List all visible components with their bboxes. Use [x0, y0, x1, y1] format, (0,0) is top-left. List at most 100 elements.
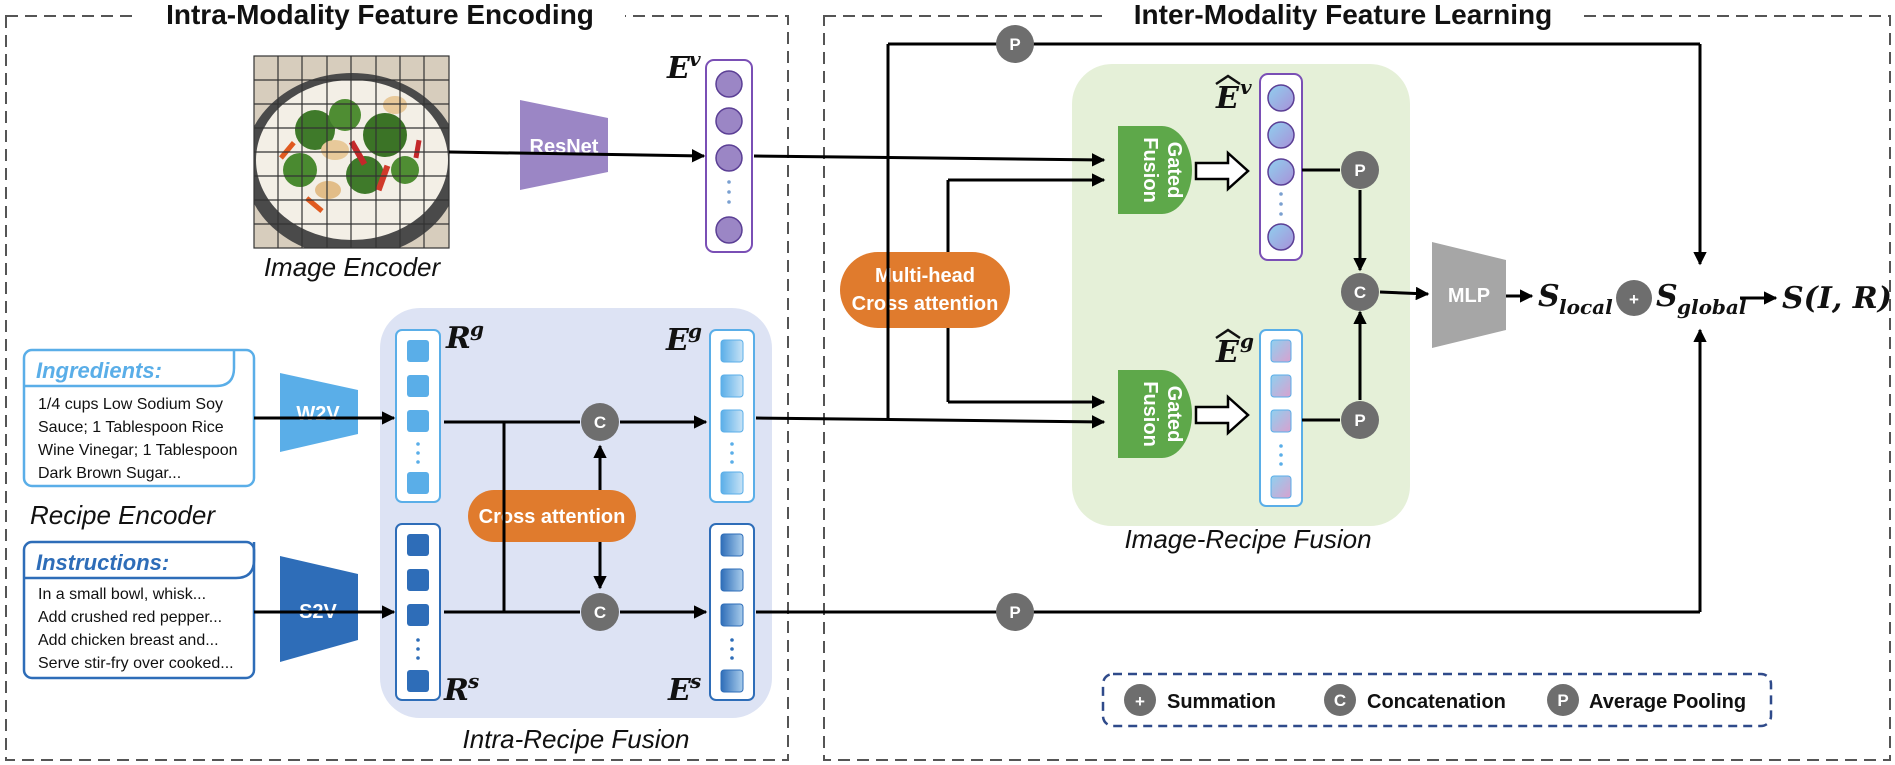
- instructions-title: Instructions:: [36, 550, 169, 575]
- legend-average-pooling-label: Average Pooling: [1589, 691, 1746, 713]
- svg-text:P: P: [1354, 411, 1365, 430]
- ev-hat-variable-label: E v: [1215, 74, 1252, 116]
- rg-vector: [395, 329, 441, 503]
- multi-head-cross-attention-label: Cross attention: [852, 293, 999, 315]
- legend-concatenation-label: Concatenation: [1367, 691, 1506, 713]
- svg-text:S: S: [1656, 279, 1678, 314]
- pool-operator: P: [996, 593, 1034, 631]
- sum-operator: +: [1616, 280, 1652, 316]
- mlp-label: MLP: [1448, 285, 1490, 307]
- connection-lines: [254, 42, 1778, 619]
- image-encoder-label: Image Encoder: [264, 252, 442, 282]
- svg-text:g: g: [688, 319, 702, 343]
- ingredients-title: Ingredients:: [36, 358, 162, 383]
- s2v-block: [280, 556, 358, 662]
- gated-fusion-block-bottom: [1118, 370, 1192, 458]
- left-section-title: Intra-Modality Feature Encoding: [166, 0, 594, 30]
- svg-text:g: g: [1240, 329, 1254, 353]
- ingredient-line: Dark Brown Sugar...: [38, 465, 181, 482]
- food-image: [254, 56, 449, 248]
- legend-pooling-icon: P: [1547, 684, 1579, 716]
- eg-vector: [709, 329, 755, 503]
- ingredient-line: Wine Vinegar; 1 Tablespoon: [38, 442, 238, 459]
- ev-vector: [705, 59, 753, 253]
- rg-variable-label: R g: [445, 317, 484, 356]
- hollow-arrow-bottom: [1194, 394, 1250, 436]
- svg-text:v: v: [689, 47, 701, 71]
- svg-text:E: E: [666, 51, 691, 86]
- svg-text:S: S: [1538, 279, 1560, 314]
- image-grid: [253, 55, 450, 249]
- svg-text:E: E: [665, 323, 690, 358]
- mlp-block: [1432, 242, 1506, 348]
- svg-text:C: C: [1354, 283, 1366, 302]
- ev-variable-label: E v: [666, 47, 701, 86]
- legend-summation-icon: +: [1124, 684, 1156, 716]
- svg-text:s: s: [467, 669, 479, 693]
- rs-vector: [395, 523, 441, 701]
- ingredient-line: Sauce; 1 Tablespoon Rice: [38, 419, 224, 436]
- s-global-label: S global: [1656, 279, 1747, 319]
- instruction-line: Add chicken breast and...: [38, 632, 219, 649]
- eg-hat-vector: [1259, 329, 1303, 507]
- concat-operator: C: [581, 403, 619, 441]
- hollow-arrow-top: [1194, 150, 1250, 192]
- multi-head-cross-attention-block: [840, 252, 1010, 328]
- resnet-block: [520, 100, 608, 190]
- svg-text:s: s: [689, 669, 701, 693]
- svg-text:g: g: [470, 317, 484, 341]
- gated-fusion-top-fusion-label: Fusion: [1139, 137, 1161, 203]
- instruction-line: Add crushed red pepper...: [38, 609, 222, 626]
- recipe-encoder-label: Recipe Encoder: [30, 500, 216, 530]
- eg-variable-label: E g: [665, 319, 702, 358]
- gated-fusion-bottom-fusion-label: Fusion: [1139, 381, 1161, 447]
- gated-fusion-bottom-gated-label: Gated: [1163, 386, 1185, 443]
- gated-fusion-block-top: [1118, 126, 1192, 214]
- svg-text:C: C: [594, 603, 606, 622]
- svg-text:E: E: [1215, 335, 1240, 370]
- instructions-box: [22, 540, 256, 680]
- intra-recipe-fusion-label: Intra-Recipe Fusion: [463, 724, 690, 754]
- ev-hat-vector: [1259, 73, 1303, 261]
- w2v-block: [280, 373, 358, 452]
- pool-operator: P: [1341, 401, 1379, 439]
- image-recipe-fusion-label: Image-Recipe Fusion: [1124, 524, 1371, 554]
- cross-attention-label: Cross attention: [479, 506, 626, 528]
- gated-fusion-top-gated-label: Gated: [1163, 142, 1185, 199]
- svg-text:E: E: [667, 673, 692, 708]
- svg-text:C: C: [594, 413, 606, 432]
- s-local-label: S local: [1538, 279, 1613, 319]
- legend-box: [1101, 672, 1773, 728]
- instruction-line: In a small bowl, whisk...: [38, 586, 206, 603]
- ingredient-line: 1/4 cups Low Sodium Soy: [38, 396, 223, 413]
- svg-text:P: P: [1557, 691, 1568, 710]
- es-vector: [709, 523, 755, 701]
- svg-text:global: global: [1677, 295, 1747, 319]
- eg-hat-variable-label: E g: [1215, 328, 1254, 370]
- final-score-label: S(I, R): [1782, 281, 1892, 316]
- svg-text:C: C: [1334, 691, 1346, 710]
- instruction-line: Serve stir-fry over cooked...: [38, 655, 234, 672]
- concat-operator: C: [581, 593, 619, 631]
- svg-text:E: E: [1215, 81, 1240, 116]
- pool-operator: P: [1341, 151, 1379, 189]
- svg-text:R: R: [443, 673, 469, 708]
- legend-summation-label: Summation: [1167, 691, 1276, 713]
- svg-text:P: P: [1009, 603, 1020, 622]
- svg-text:R: R: [445, 321, 471, 356]
- es-variable-label: E s: [667, 669, 701, 708]
- svg-text:v: v: [1240, 75, 1252, 99]
- svg-text:local: local: [1559, 295, 1613, 319]
- rs-variable-label: R s: [443, 669, 479, 708]
- svg-text:P: P: [1354, 161, 1365, 180]
- svg-text:P: P: [1009, 35, 1020, 54]
- pool-operator: P: [996, 25, 1034, 63]
- cross-attention-block: [468, 490, 636, 542]
- w2v-label: W2V: [296, 403, 340, 425]
- svg-text:+: +: [1135, 692, 1145, 711]
- right-section-title: Inter-Modality Feature Learning: [1134, 0, 1553, 30]
- multi-head-label: Multi-head: [875, 265, 975, 287]
- concat-operator: C: [1341, 273, 1379, 311]
- svg-text:+: +: [1629, 290, 1639, 309]
- legend-concatenation-icon: C: [1324, 684, 1356, 716]
